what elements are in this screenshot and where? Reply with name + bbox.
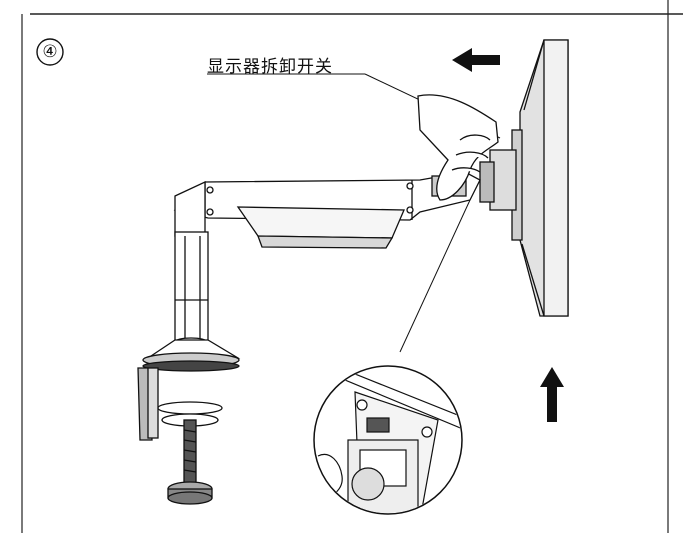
desk-clamp [137, 367, 223, 505]
step-number-circle [36, 38, 64, 66]
upper-arm [173, 171, 481, 249]
column-base [142, 339, 241, 372]
hand [417, 94, 499, 201]
detail-zoom [313, 199, 471, 515]
release-switch-detail [366, 417, 390, 433]
monitor [511, 39, 569, 317]
arrow-up-icon [540, 367, 564, 422]
column [174, 180, 209, 347]
step-number: ④ [42, 42, 58, 62]
release-switch-callout: 显示器拆卸开关 [207, 57, 333, 77]
arrow-left-icon [452, 48, 500, 72]
vesa-head [479, 149, 517, 211]
